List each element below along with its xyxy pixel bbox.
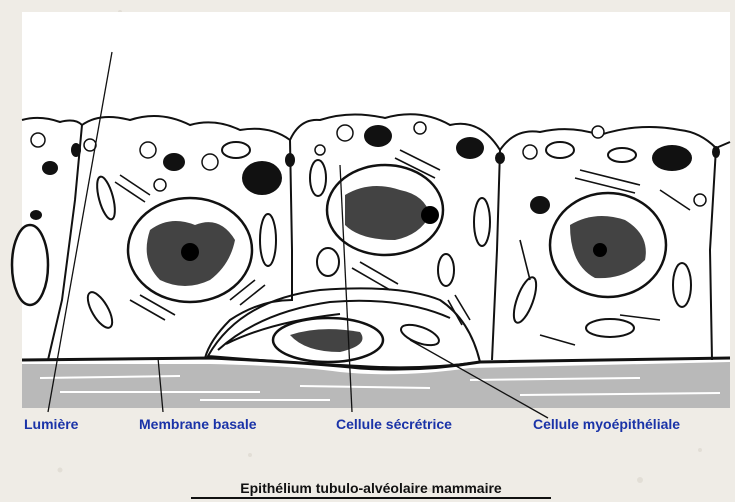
- label-membrane-basale: Membrane basale: [139, 416, 257, 432]
- label-cellule-secretrice: Cellule sécrétrice: [336, 416, 452, 432]
- caption-underline: [191, 497, 551, 499]
- label-lumiere: Lumière: [24, 416, 78, 432]
- figure-caption: Epithélium tubulo-alvéolaire mammaire: [191, 480, 551, 496]
- label-cellule-myoepitheliale: Cellule myoépithéliale: [533, 416, 680, 432]
